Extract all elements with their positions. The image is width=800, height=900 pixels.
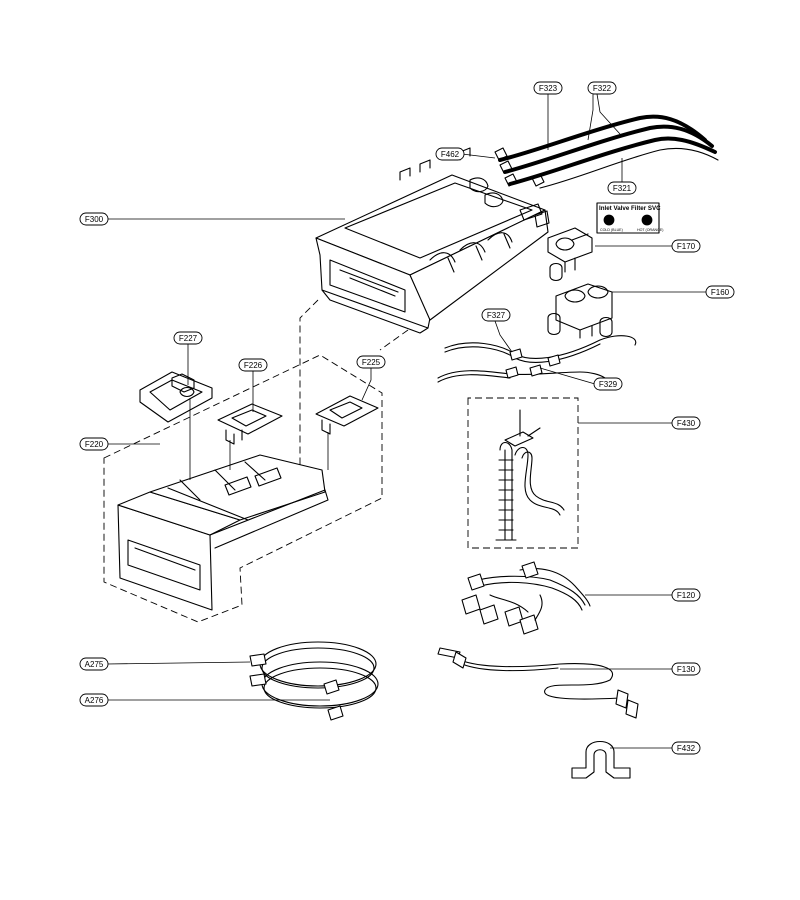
leader-lines — [106, 93, 706, 749]
callout-f226: F226 — [238, 358, 268, 372]
part-wire-harness-f120 — [461, 561, 591, 635]
service-label-cold: COLD (BLUE) — [600, 228, 623, 232]
callout-f227: F227 — [173, 331, 203, 345]
callout-label: F329 — [599, 380, 618, 389]
callout-f430: F430 — [671, 416, 701, 430]
callout-label: A275 — [85, 660, 104, 669]
part-inlet-valve-f160 — [547, 283, 613, 339]
callout-f322: F322 — [587, 81, 617, 95]
callout-label: F327 — [487, 311, 506, 320]
callout-f329: F329 — [593, 377, 623, 391]
callout-label: A276 — [85, 696, 104, 705]
callout-label: F130 — [677, 665, 696, 674]
callout-f321: F321 — [607, 181, 637, 195]
callout-f432: F432 — [671, 741, 701, 755]
part-hoses-f321-f323 — [494, 114, 719, 189]
callout-label: F226 — [244, 361, 263, 370]
callout-label: F225 — [362, 358, 381, 367]
callout-label: F321 — [613, 184, 632, 193]
callout-f160: F160 — [705, 285, 735, 299]
part-clip-f226 — [217, 403, 283, 445]
callout-a276: A276 — [79, 693, 109, 707]
part-clamp-f432 — [571, 740, 631, 779]
callout-f462: F462 — [435, 147, 465, 161]
callout-f220: F220 — [79, 437, 109, 451]
callout-f225: F225 — [356, 355, 386, 369]
callout-label: F120 — [677, 591, 696, 600]
service-label-title: Inlet Valve Filter SVC — [599, 205, 661, 212]
part-drain-hoses-f327-f329 — [437, 335, 637, 391]
callout-label: F170 — [677, 242, 696, 251]
part-siphon-cap-f227 — [139, 371, 213, 423]
callout-label: F323 — [539, 84, 558, 93]
assembly-guide-line — [299, 299, 319, 468]
part-clip-f225 — [315, 395, 379, 435]
part-drain-assembly-f430 — [467, 397, 579, 549]
callout-f130: F130 — [671, 662, 701, 676]
part-dispenser-housing — [315, 147, 550, 334]
callout-label: F300 — [85, 215, 104, 224]
callout-f170: F170 — [671, 239, 701, 253]
callout-label: F322 — [593, 84, 612, 93]
callout-label: F227 — [179, 334, 198, 343]
part-dispenser-drawer — [103, 354, 383, 623]
callout-label: F432 — [677, 744, 696, 753]
callout-label: F160 — [711, 288, 730, 297]
part-inlet-valve-f170 — [547, 227, 593, 282]
callout-f327: F327 — [481, 308, 511, 322]
assembly-guide-line — [379, 329, 409, 351]
callout-f120: F120 — [671, 588, 701, 602]
service-label-hot: HOT (ORANGE) — [637, 228, 664, 232]
callout-a275: A275 — [79, 657, 109, 671]
part-cables-a275-a276 — [249, 641, 379, 721]
callout-f300: F300 — [79, 212, 109, 226]
service-label-box: Inlet Valve Filter SVC COLD (BLUE) HOT (… — [596, 202, 664, 234]
part-wire-harness-f130 — [437, 647, 639, 719]
callout-label: F220 — [85, 440, 104, 449]
callout-label: F462 — [441, 150, 460, 159]
callout-f323: F323 — [533, 81, 563, 95]
callout-label: F430 — [677, 419, 696, 428]
